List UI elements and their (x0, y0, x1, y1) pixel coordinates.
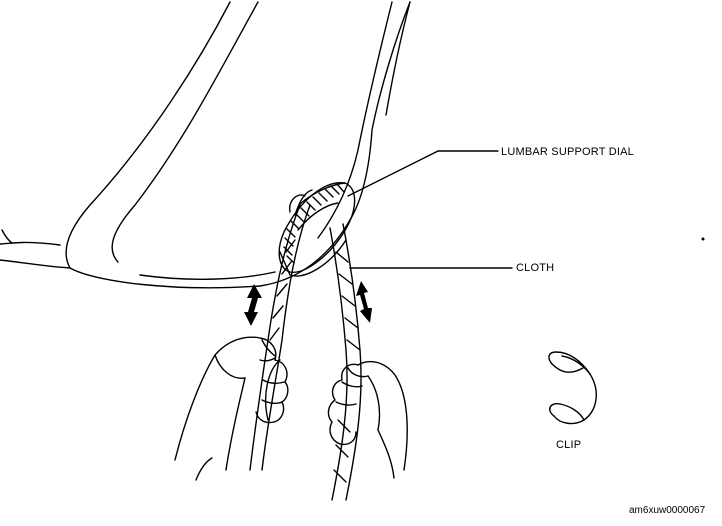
clip-part (548, 351, 597, 425)
right-hand (327, 360, 408, 479)
right-double-arrow (356, 281, 372, 323)
cloth-strip-right (329, 223, 362, 501)
left-double-arrow (244, 284, 262, 326)
lumbar-support-dial-label: LUMBAR SUPPORT DIAL (501, 146, 634, 158)
left-hand (174, 336, 289, 481)
cloth-label: CLOTH (516, 262, 555, 274)
dial-leader-line (347, 150, 439, 197)
clip-label: CLIP (556, 439, 582, 451)
lumbar-support-dial (278, 182, 356, 277)
speck-mark (701, 237, 705, 241)
seat-back-outline (0, 1, 411, 289)
figure-reference-code: am6xuw0000067 (629, 505, 706, 516)
